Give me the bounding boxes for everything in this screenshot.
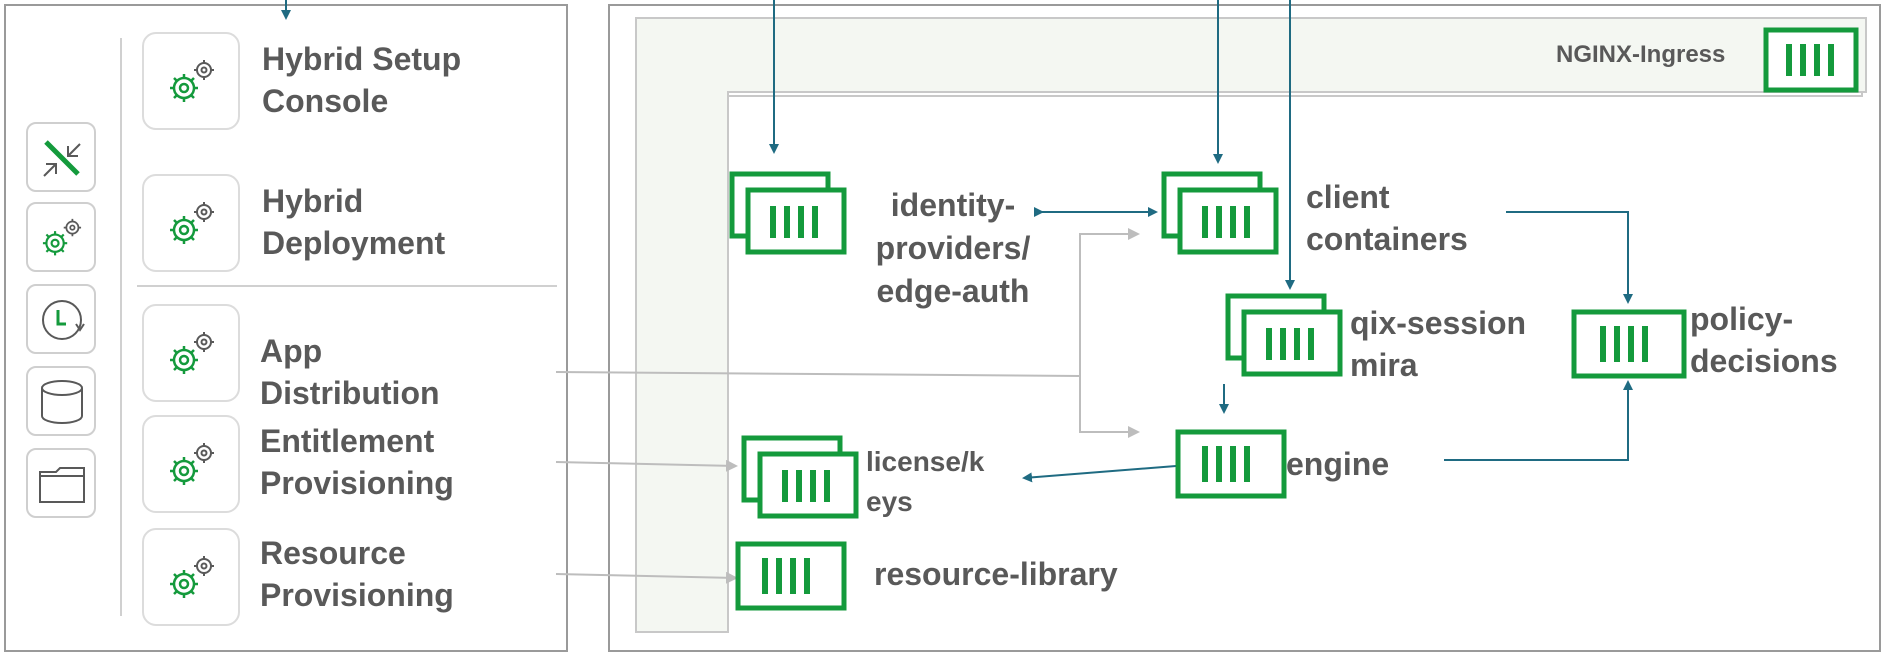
arrow-app-distribution <box>555 371 1081 377</box>
arrow-engine-policy <box>1444 380 1633 461</box>
gears-tool[interactable] <box>26 202 96 272</box>
service-label-hybrid-setup-console: Hybrid Setup Console <box>262 41 462 119</box>
gears-icon <box>170 202 214 244</box>
identity-container <box>729 171 847 255</box>
gears-icon <box>170 556 214 598</box>
folder-tool[interactable] <box>26 448 96 518</box>
service-label-app-distribution: App Distribution <box>260 333 440 411</box>
service-card-hybrid-setup-console[interactable] <box>142 32 240 130</box>
gears-icon <box>170 332 214 374</box>
arrow-app-branch-engine <box>1079 376 1140 438</box>
clock-refresh-tool[interactable] <box>26 284 96 354</box>
engine-container <box>1175 429 1287 499</box>
clock-refresh-icon <box>42 300 85 340</box>
ingress-inner-edge <box>727 92 1863 632</box>
service-card-app-distribution[interactable] <box>142 304 240 402</box>
ingress-region <box>635 17 1867 633</box>
folder-icon <box>39 467 85 503</box>
arrow-app-branch <box>1079 228 1140 376</box>
arrow-engine-license <box>1022 465 1177 483</box>
service-label-entitlement-provisioning: Entitlement Provisioning <box>260 423 454 501</box>
ingress-label: NGINX-Ingress <box>1556 41 1726 68</box>
gears-icon <box>170 60 214 102</box>
database-tool[interactable] <box>26 366 96 436</box>
arrow-entitlement <box>555 459 738 472</box>
service-card-entitlement-provisioning[interactable] <box>142 415 240 513</box>
gears-icon <box>170 443 214 485</box>
resource-label: resource-library <box>874 556 1118 592</box>
policy-container <box>1571 309 1687 379</box>
qix-label: qix-session mira <box>1350 305 1527 383</box>
panel-divider-vertical <box>120 38 122 616</box>
arrow-resource <box>555 571 738 584</box>
collapse-expand-tool[interactable] <box>26 122 96 192</box>
identity-label: identity- providers/ edge-auth <box>875 187 1031 309</box>
resource-container <box>735 541 847 611</box>
client-label: client containers <box>1306 179 1468 257</box>
qix-container <box>1225 293 1343 377</box>
license-label: license/k eys <box>866 446 985 517</box>
engine-label: engine <box>1286 446 1390 482</box>
ingress-container-bars <box>1786 44 1834 76</box>
collapse-expand-icon <box>43 140 81 177</box>
service-card-hybrid-deployment[interactable] <box>142 174 240 272</box>
service-label-hybrid-deployment: Hybrid Deployment <box>262 183 446 261</box>
database-icon <box>41 380 83 424</box>
service-label-resource-provisioning: Resource Provisioning <box>260 535 454 613</box>
service-card-resource-provisioning[interactable] <box>142 528 240 626</box>
ingress-container <box>1763 27 1859 93</box>
panel-divider-horizontal <box>137 285 557 287</box>
policy-label: policy- decisions <box>1690 301 1838 379</box>
arrow-client-policy <box>1506 211 1633 304</box>
client-container <box>1161 171 1279 255</box>
license-container <box>741 435 859 519</box>
gears-icon <box>42 218 82 256</box>
services-panel <box>4 4 568 652</box>
